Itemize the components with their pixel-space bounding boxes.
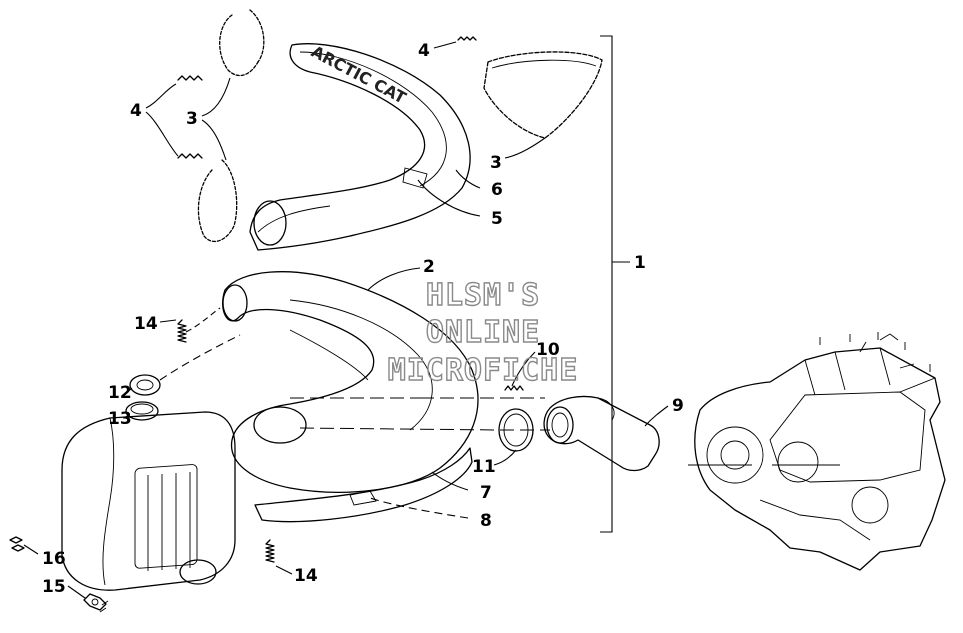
callout-7: 7 [480,483,492,503]
callout-4-left: 4 [130,101,142,121]
callout-11: 11 [472,457,496,477]
callout-12: 12 [108,383,132,403]
exhaust-manifold [543,395,660,472]
grommet [129,374,161,396]
callout-6: 6 [491,180,503,200]
spring-upper-14 [177,319,187,343]
clamp-ring-right [483,51,603,139]
callout-5: 5 [491,209,503,229]
callout-4-top: 4 [418,41,430,61]
watermark-line-2: ONLINE [426,315,540,350]
spring-lower-left [177,153,203,159]
callout-9: 9 [672,396,684,416]
callout-3-left: 3 [186,109,198,129]
callout-2: 2 [423,257,435,277]
silencer [61,401,236,591]
leader-lines [23,41,840,599]
heat-shield: ARCTIC CAT [249,42,471,251]
callout-15: 15 [42,577,66,597]
expansion-chamber [222,271,479,493]
assembly-bracket [600,35,630,533]
callout-14-lower: 14 [294,566,318,586]
watermark: HLSM'S ONLINE MICROFICHE [387,277,579,388]
callout-1: 1 [634,253,646,273]
spring-lower-14 [265,539,275,563]
spring-top-right [457,36,477,41]
lower-heat-shield [254,447,473,523]
damper-16 [9,536,25,552]
alignment-lines [290,397,550,431]
spring-upper-left [177,75,203,81]
spring-10 [504,385,524,391]
callout-14-upper: 14 [134,314,158,334]
callout-3-right: 3 [490,153,502,173]
callout-13: 13 [108,409,132,429]
callout-16: 16 [42,549,66,569]
callout-labels: 1 2 3 3 4 4 5 6 7 8 9 10 11 12 13 14 14 … [42,41,684,597]
watermark-line-3: MICROFICHE [388,353,579,388]
engine-block [694,332,946,571]
fastener-15 [83,593,109,613]
watermark-line-1: HLSM'S [426,278,540,313]
callout-10: 10 [536,340,560,360]
clamp-chain-lower-left [197,159,238,243]
clamp-chain-upper-left [219,9,265,77]
callout-8: 8 [480,511,492,531]
